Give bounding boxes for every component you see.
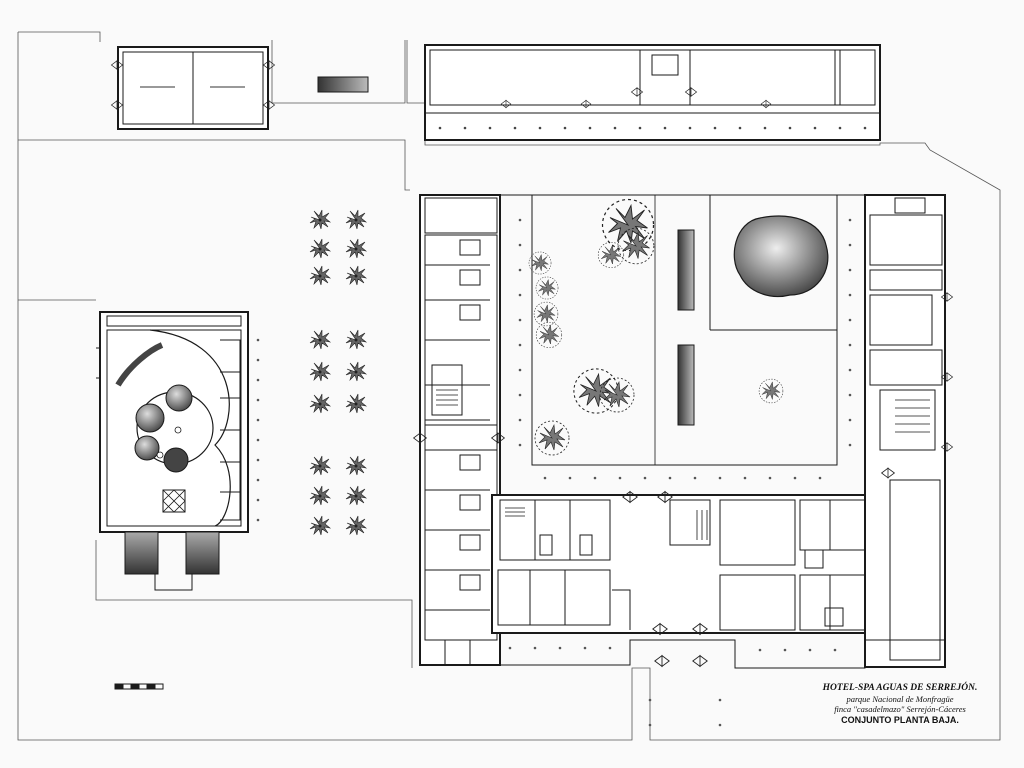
palm-avenue: [309, 209, 367, 536]
project-location: parque Nacional de Monfragüe: [846, 694, 954, 704]
drawing-title: CONJUNTO PLANTA BAJA.: [841, 715, 959, 725]
spa-building: [96, 311, 260, 591]
scale-bar: [114, 683, 164, 690]
annex-building-nw: [111, 46, 275, 130]
project-estate: finca "casadelmazo" Serrejón-Cáceres: [834, 704, 966, 714]
project-title: HOTEL-SPA AGUAS DE SERREJÓN.: [822, 683, 978, 693]
bench: [317, 76, 369, 93]
title-block: HOTEL-SPA AGUAS DE SERREJÓN. parque Naci…: [800, 683, 1000, 726]
annex-building-north: [424, 44, 881, 141]
main-hotel-building: [413, 194, 953, 727]
